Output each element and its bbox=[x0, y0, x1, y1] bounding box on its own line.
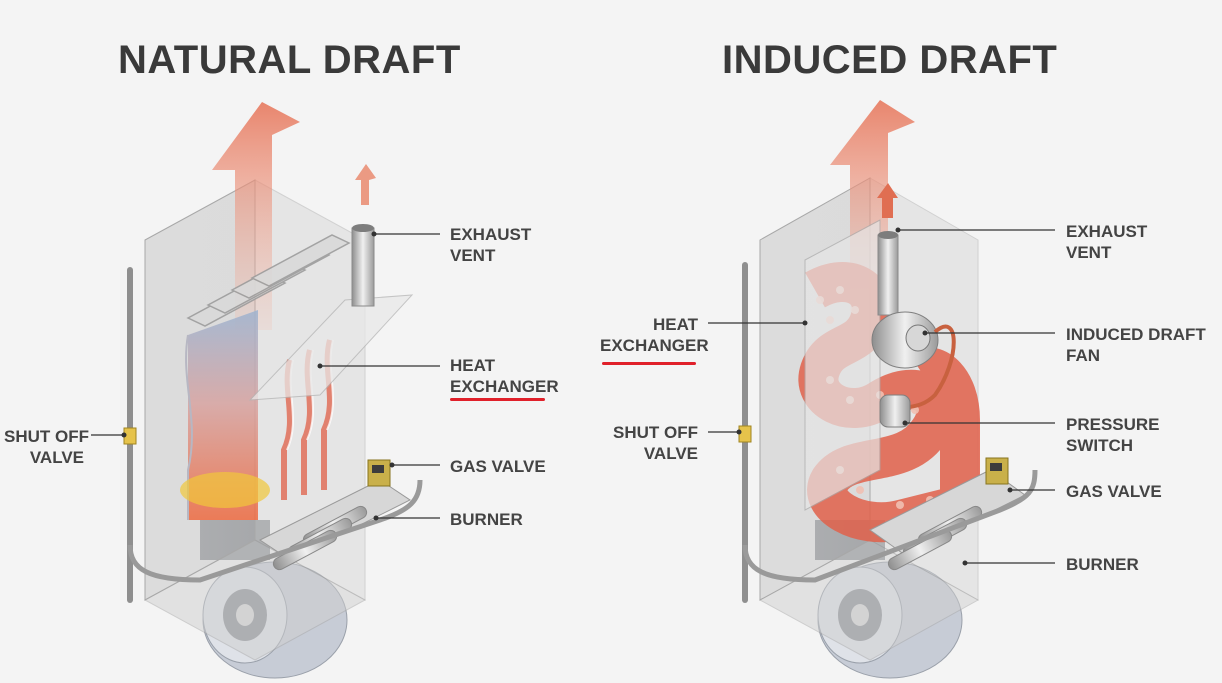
induced-burner-label: BURNER bbox=[1066, 555, 1139, 574]
induced-draft-furnace bbox=[708, 100, 1055, 679]
induced-draft-title: INDUCED DRAFT bbox=[722, 38, 1058, 82]
pressure-switch bbox=[879, 394, 911, 428]
natural-heat-exchanger-highlight bbox=[450, 398, 545, 401]
natural-draft-flow-arrow bbox=[212, 102, 300, 330]
induced-heat-exchanger-highlight bbox=[602, 362, 696, 365]
induced-gas-valve-label: GAS VALVE bbox=[1066, 482, 1162, 501]
natural-gas-valve-label: GAS VALVE bbox=[450, 457, 546, 476]
natural-draft-title: NATURAL DRAFT bbox=[118, 38, 461, 82]
natural-heat-exchanger bbox=[188, 310, 258, 520]
natural-draft-furnace bbox=[91, 102, 440, 679]
induced-shutoff-valve bbox=[738, 425, 752, 443]
natural-burner-label: BURNER bbox=[450, 510, 523, 529]
